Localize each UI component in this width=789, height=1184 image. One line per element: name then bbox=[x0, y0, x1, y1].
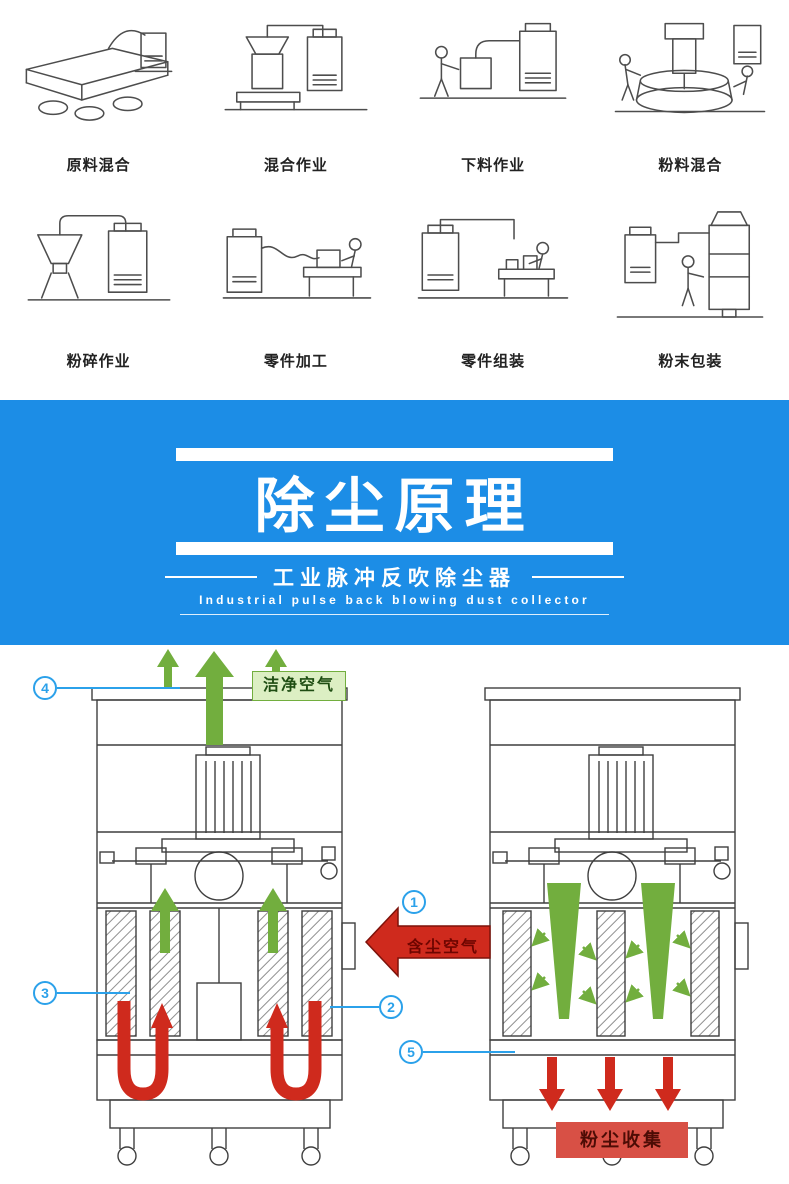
dusty-air-label: 含尘空气 bbox=[406, 939, 479, 956]
illustration-unloading-operation-icon bbox=[419, 22, 567, 99]
dust-fall-arrows bbox=[539, 1057, 681, 1111]
process-caption: 零件加工 bbox=[263, 353, 328, 370]
process-cell-crushing-operation: 粉碎作业 bbox=[0, 196, 197, 392]
banner-deco-line-right bbox=[532, 576, 624, 578]
illustration-crushing-operation-icon bbox=[27, 214, 171, 301]
banner-subtitle-en: Industrial pulse back blowing dust colle… bbox=[199, 593, 590, 607]
process-cell-parts-machining: 零件加工 bbox=[197, 196, 394, 392]
banner: 除尘原理 工业脉冲反吹除尘器 Industrial pulse back blo… bbox=[0, 400, 789, 645]
process-caption: 粉末包装 bbox=[658, 353, 723, 370]
process-caption: 下料作业 bbox=[461, 157, 526, 174]
banner-deco-bar-bottom bbox=[176, 542, 613, 555]
process-cell-powder-packing: 粉末包装 bbox=[592, 196, 789, 392]
dusty-air-arrow bbox=[364, 906, 491, 978]
banner-title: 除尘原理 bbox=[254, 473, 535, 540]
process-caption: 零件组装 bbox=[461, 353, 526, 370]
left-machine-filters bbox=[105, 908, 333, 1041]
illustration-mixing-operation-icon bbox=[224, 24, 368, 111]
illustration-powder-mixing-icon bbox=[615, 22, 766, 114]
process-caption: 混合作业 bbox=[263, 157, 328, 174]
callout-5-line bbox=[423, 1051, 515, 1053]
callout-5: 5 bbox=[399, 1040, 423, 1064]
process-cell-parts-assembly: 零件组装 bbox=[395, 196, 592, 392]
banner-subtitle-row: 工业脉冲反吹除尘器 bbox=[0, 562, 789, 592]
dust-u-arrows bbox=[117, 1001, 322, 1101]
callout-2: 2 bbox=[379, 995, 403, 1019]
dust-collect-label: 粉尘收集 bbox=[556, 1122, 688, 1158]
banner-deco-thin-line bbox=[180, 614, 609, 615]
callout-3: 3 bbox=[33, 981, 57, 1005]
callout-3-line bbox=[57, 992, 130, 994]
callout-4-line bbox=[57, 687, 180, 689]
process-caption: 原料混合 bbox=[66, 157, 131, 174]
process-caption: 粉碎作业 bbox=[66, 353, 131, 370]
illustration-parts-assembly-icon bbox=[417, 218, 569, 299]
process-cell-powder-mixing: 粉料混合 bbox=[592, 0, 789, 196]
process-grid: 原料混合 混合作业 bbox=[0, 0, 789, 400]
banner-deco-line-left bbox=[165, 576, 257, 578]
process-caption: 粉料混合 bbox=[658, 157, 723, 174]
process-cell-raw-material-mixing: 原料混合 bbox=[0, 0, 197, 196]
illustration-raw-material-mixing-icon bbox=[25, 29, 173, 121]
right-machine-filters bbox=[502, 910, 720, 1037]
illustration-parts-machining-icon bbox=[222, 228, 372, 299]
dust-collector-diagram-drawing bbox=[91, 649, 749, 1166]
callout-4: 4 bbox=[33, 676, 57, 700]
callout-1: 1 bbox=[402, 890, 426, 914]
process-cell-mixing-operation: 混合作业 bbox=[197, 0, 394, 196]
clean-air-arrows bbox=[151, 649, 287, 953]
banner-subtitle: 工业脉冲反吹除尘器 bbox=[273, 567, 516, 590]
process-cell-unloading-operation: 下料作业 bbox=[395, 0, 592, 196]
illustration-powder-packing-icon bbox=[616, 211, 764, 318]
banner-deco-bar-top bbox=[176, 448, 613, 461]
callout-2-line bbox=[330, 1006, 379, 1008]
principle-diagram: 洁净空气 含尘空气 粉尘收集 1 2 3 4 5 bbox=[0, 645, 789, 1184]
airflow-through-filters-arrows bbox=[531, 883, 691, 1019]
clean-air-label: 洁净空气 bbox=[252, 671, 346, 701]
